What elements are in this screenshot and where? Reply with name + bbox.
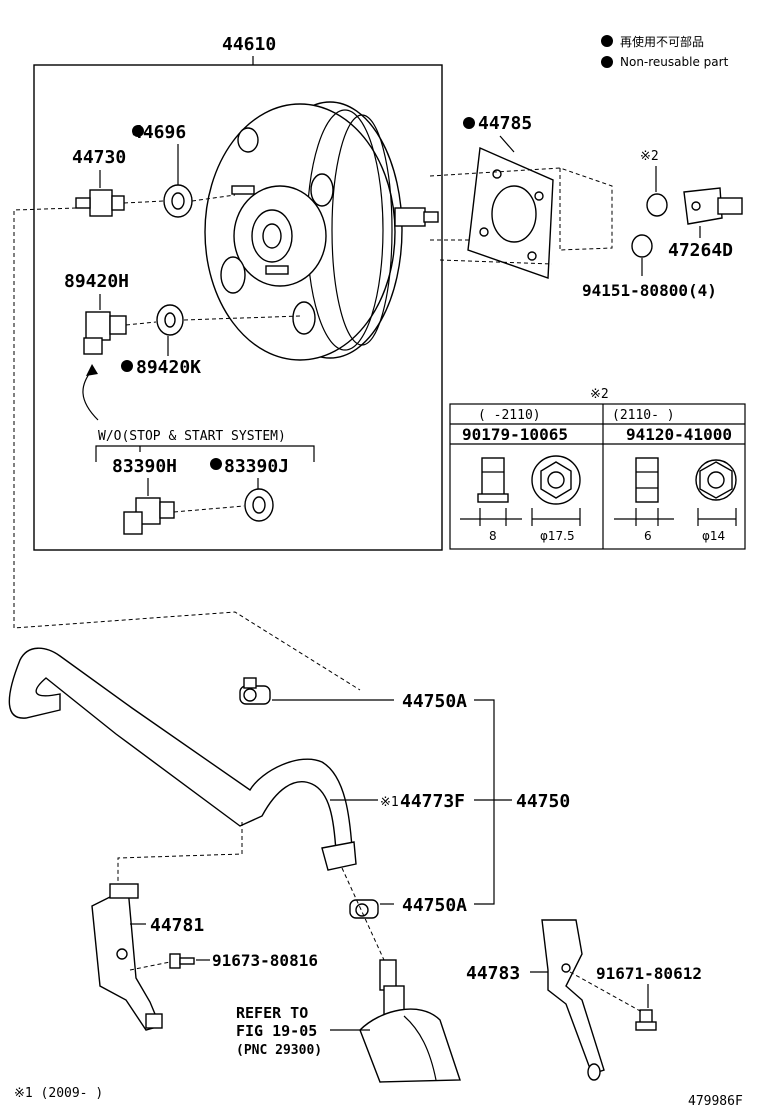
table-col2-dia: φ14 — [702, 529, 725, 543]
table-col1-range: ( -2110) — [478, 408, 541, 423]
label-44730: 44730 — [72, 147, 126, 168]
pressure-sensor-89420H — [83, 311, 127, 355]
label-83390J: 83390J — [224, 456, 289, 477]
bolt-91671 — [635, 1009, 657, 1031]
refer-line1: REFER TO — [236, 1004, 308, 1022]
clamp-44750A-bottom — [349, 899, 379, 919]
label-83390H: 83390H — [112, 456, 177, 477]
label-91671: 91671-80612 — [596, 964, 702, 983]
label-94151: 94151-80800(4) — [582, 281, 717, 300]
label-47264D: 47264D — [668, 240, 733, 261]
label-89420K: 89420K — [136, 357, 201, 378]
table-col1-dia: φ17.5 — [540, 529, 575, 543]
bolt-91673 — [169, 953, 195, 969]
label-89420H: 89420H — [64, 271, 129, 292]
sensor-83390H — [123, 497, 175, 535]
clevis-47264D — [683, 187, 743, 225]
nut-note2 — [646, 193, 668, 217]
intake-manifold-port — [359, 959, 461, 1083]
bracket-44783 — [541, 919, 605, 1081]
booster-assembly-box — [33, 64, 443, 551]
label-91673: 91673-80816 — [212, 951, 318, 970]
nut-94151 — [631, 234, 653, 258]
label-44696: 44696 — [132, 122, 186, 143]
table-col1-part: 90179-10065 — [462, 425, 568, 444]
clamp-44750A-top — [239, 677, 271, 705]
label-44785: 44785 — [478, 113, 532, 134]
label-44610: 44610 — [222, 34, 276, 55]
footnote-1: ※1 (2009- ) — [14, 1086, 103, 1101]
note2-mark: ※2 — [640, 149, 659, 164]
refer-line2: FIG 19-05 — [236, 1022, 317, 1040]
note1-mark: ※1 — [380, 795, 399, 810]
bracket-44781 — [91, 883, 163, 1031]
table-col2-width: 6 — [644, 529, 652, 543]
non-reusable-dot-icon — [463, 117, 475, 129]
non-reusable-dot-icon — [121, 360, 133, 372]
nut-spec-table: ※2 ( -2110) (2110- ) 90179-10065 94120-4… — [449, 387, 746, 550]
label-44750A-bottom: 44750A — [402, 895, 467, 916]
vacuum-hose — [8, 647, 357, 871]
label-44781: 44781 — [150, 915, 204, 936]
label-44750: 44750 — [516, 791, 570, 812]
label-44773F: 44773F — [400, 791, 465, 812]
table-col2-part: 94120-41000 — [626, 425, 732, 444]
legend-jp: 再使用不可部品 — [620, 34, 704, 49]
note-wo-stop-start: W/O(STOP & START SYSTEM) — [98, 429, 286, 444]
table-mark: ※2 — [590, 387, 609, 402]
table-col2-range: (2110- ) — [612, 408, 675, 423]
check-valve-44730 — [75, 189, 125, 217]
non-reusable-dot-icon — [132, 125, 144, 137]
diagram-id: 479986F — [688, 1094, 743, 1109]
non-reusable-dot-icon — [601, 35, 613, 47]
legend: 再使用不可部品 Non-reusable part — [601, 34, 729, 69]
label-44783: 44783 — [466, 963, 520, 984]
brake-booster — [204, 101, 439, 361]
non-reusable-dot-icon — [210, 458, 222, 470]
table-col1-width: 8 — [489, 529, 497, 543]
label-44750A-top: 44750A — [402, 691, 467, 712]
legend-en: Non-reusable part — [620, 55, 729, 69]
non-reusable-dot-icon — [601, 56, 613, 68]
refer-line3: (PNC 29300) — [236, 1043, 322, 1058]
